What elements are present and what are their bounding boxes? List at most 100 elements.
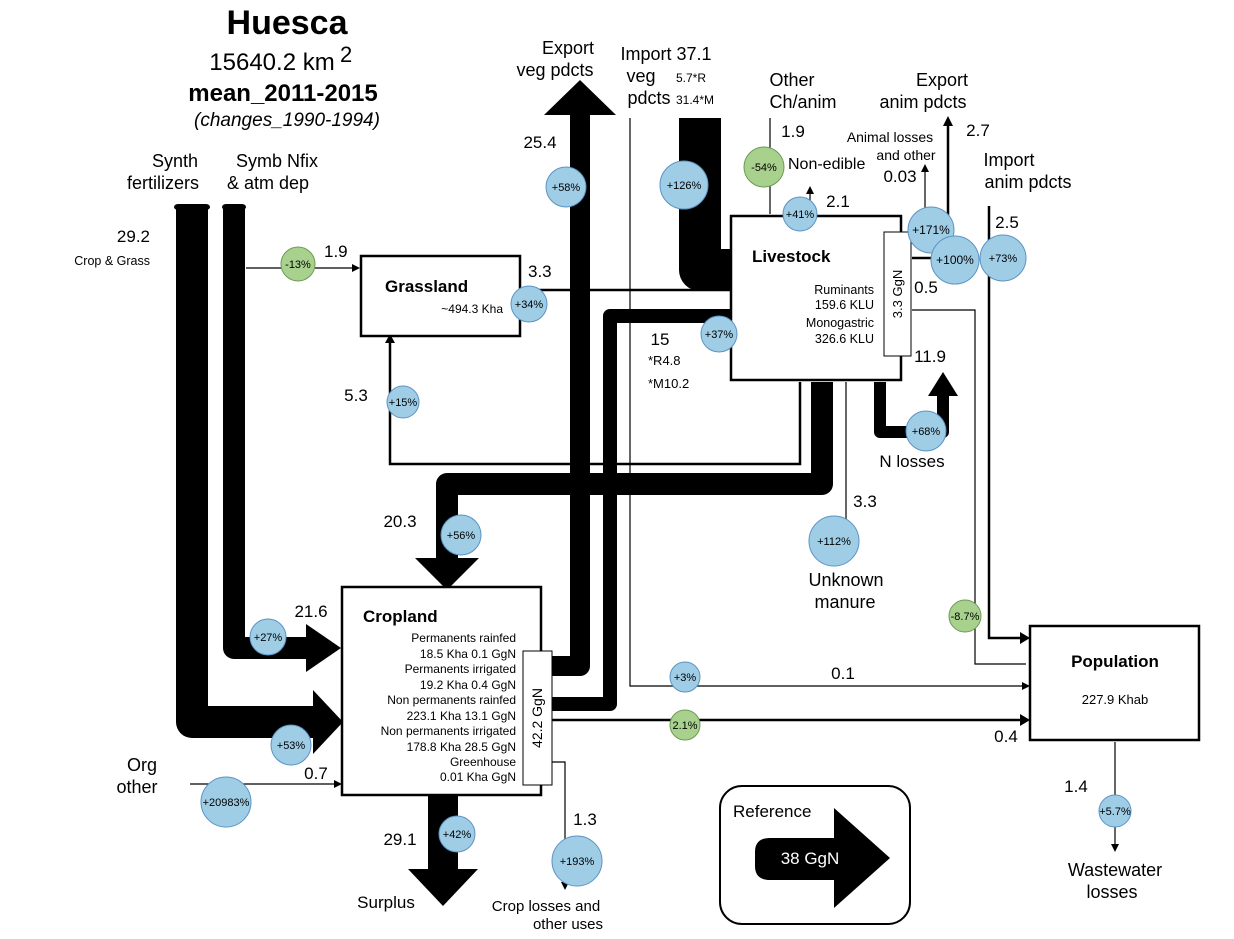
crop-population-value: 0.4 xyxy=(994,727,1018,746)
non-edible-label: Non-edible xyxy=(788,156,865,173)
change-circle xyxy=(743,146,785,188)
change-circle xyxy=(905,410,947,452)
change-text: +73% xyxy=(989,253,1018,265)
n-losses-label: N losses xyxy=(879,452,944,471)
export-veg-label-2: veg pdcts xyxy=(516,60,593,80)
feed-ruminant-label: *R4.8 xyxy=(648,353,681,368)
export-anim-label-1: Export xyxy=(916,70,968,90)
crop-grass-label: Crop & Grass xyxy=(74,254,150,268)
change-badge-org: +20983% xyxy=(200,776,252,828)
change-circle xyxy=(782,196,818,232)
livestock-side-bar xyxy=(883,231,912,357)
change-badge-n-losses: +68% xyxy=(905,410,947,452)
livestock-box xyxy=(729,214,903,382)
population-value: 227.9 Khab xyxy=(1082,692,1149,707)
change-text: +3% xyxy=(674,672,697,684)
change-text: +27% xyxy=(254,632,283,644)
wastewater-label-1: Wastewater xyxy=(1068,860,1162,880)
cropland-title: Cropland xyxy=(363,607,438,626)
wastewater-arrowhead xyxy=(1111,844,1119,852)
animal-losses-value: 0.03 xyxy=(883,167,916,186)
change-text: +42% xyxy=(443,829,472,841)
synth-value: 29.2 xyxy=(117,227,150,246)
change-badge-synth-crop: +27% xyxy=(249,618,287,656)
change-badge-crop-losses: +193% xyxy=(551,835,603,887)
crop-losses-label-2: other uses xyxy=(533,916,603,933)
change-circle xyxy=(700,315,738,353)
import-veg-to-population-line xyxy=(629,118,1024,687)
change-badge-surplus: +42% xyxy=(438,815,476,853)
change-circle xyxy=(280,246,316,282)
livestock-monogastric-label: Monogastric xyxy=(806,316,874,330)
export-anim-value: 2.7 xyxy=(966,121,990,140)
symb-to-cropland-flow xyxy=(223,206,311,659)
synth-to-cropland-flow xyxy=(176,206,318,738)
population-box xyxy=(1028,624,1201,742)
cropland-box xyxy=(340,585,543,797)
org-label-1: Org xyxy=(127,755,157,775)
export-veg-value: 25.4 xyxy=(523,133,556,152)
change-text: +68% xyxy=(912,426,941,438)
import-veg-label-1: Import 37.1 xyxy=(620,44,711,64)
cropland-to-livestock-feed-flow xyxy=(552,309,730,711)
symb-label-2: & atm dep xyxy=(227,173,309,193)
import-anim-to-population-arrowhead xyxy=(1020,632,1030,644)
change-circle xyxy=(659,160,709,210)
cropland-side-bar xyxy=(522,650,553,786)
export-anim-label-2: anim pdcts xyxy=(879,92,966,112)
change-circle xyxy=(440,514,482,556)
symb-to-grassland-arrowhead xyxy=(352,264,360,272)
change-badge-grass-out: +34% xyxy=(510,285,548,323)
import-population-value: 0.1 xyxy=(831,664,855,683)
org-value: 0.7 xyxy=(304,764,328,783)
import-anim-label-2: anim pdcts xyxy=(984,172,1071,192)
change-text: +41% xyxy=(786,209,815,221)
import-veg-label-2: veg xyxy=(626,66,655,86)
unknown-manure-label-1: Unknown xyxy=(808,570,883,590)
population-title: Population xyxy=(1071,652,1159,671)
change-badge-wastewater: +5.7% xyxy=(1098,794,1132,828)
change-text: +171% xyxy=(912,223,950,237)
synth-to-cropland-arrowhead xyxy=(313,690,343,754)
change-badge-manure-crop: +56% xyxy=(440,514,482,556)
change-badge-symb-crop: +53% xyxy=(270,724,312,766)
change-text: +5.7% xyxy=(1099,806,1131,818)
change-badge-symb-grass: -13% xyxy=(280,246,316,282)
non-edible-arrowhead xyxy=(806,186,814,194)
import-veg-label-3: pdcts xyxy=(627,88,670,108)
symb-to-cropland-arrowhead xyxy=(306,624,341,672)
non-edible-value: 2.1 xyxy=(826,192,850,211)
export-anim-arrowhead xyxy=(943,116,953,126)
change-text: +112% xyxy=(817,536,851,548)
animal-losses-label-1: Animal losses xyxy=(847,129,933,145)
unknown-manure-value: 3.3 xyxy=(853,492,877,511)
reference-arrow xyxy=(755,808,890,908)
change-badge-live-pop: -8.7% xyxy=(948,599,982,633)
surplus-value: 29.1 xyxy=(383,830,416,849)
change-badge-other-chanim: -54% xyxy=(743,146,785,188)
export-veg-label-1: Export xyxy=(542,38,594,58)
change-circle xyxy=(200,776,252,828)
animal-losses-arrowhead xyxy=(921,164,929,172)
synth-crop-value: 21.6 xyxy=(294,602,327,621)
change-badge-manure-grass: +15% xyxy=(386,385,420,419)
cropland-line: Non permanents irrigated xyxy=(381,724,516,738)
livestock-to-population-line xyxy=(912,309,1026,665)
region-area: 15640.2 km xyxy=(209,49,334,76)
export-veg-arrowhead xyxy=(544,80,616,115)
change-text: +53% xyxy=(277,740,306,752)
feed-monogastric-label: *M10.2 xyxy=(648,376,689,391)
cropland-line: Permanents irrigated xyxy=(405,662,516,676)
change-text: -54% xyxy=(751,162,777,174)
import-anim-label-1: Import xyxy=(983,150,1034,170)
change-circle xyxy=(551,835,603,887)
change-circle xyxy=(948,599,982,633)
cropland-to-population-arrowhead xyxy=(1020,714,1030,726)
livestock-population-value: 0.5 xyxy=(914,278,938,297)
period-label: mean_2011-2015 xyxy=(188,80,378,107)
change-text: -13% xyxy=(285,259,311,271)
change-badge-crop-pop: 2.1% xyxy=(669,709,701,741)
change-circle xyxy=(808,515,860,567)
livestock-title: Livestock xyxy=(752,247,831,266)
